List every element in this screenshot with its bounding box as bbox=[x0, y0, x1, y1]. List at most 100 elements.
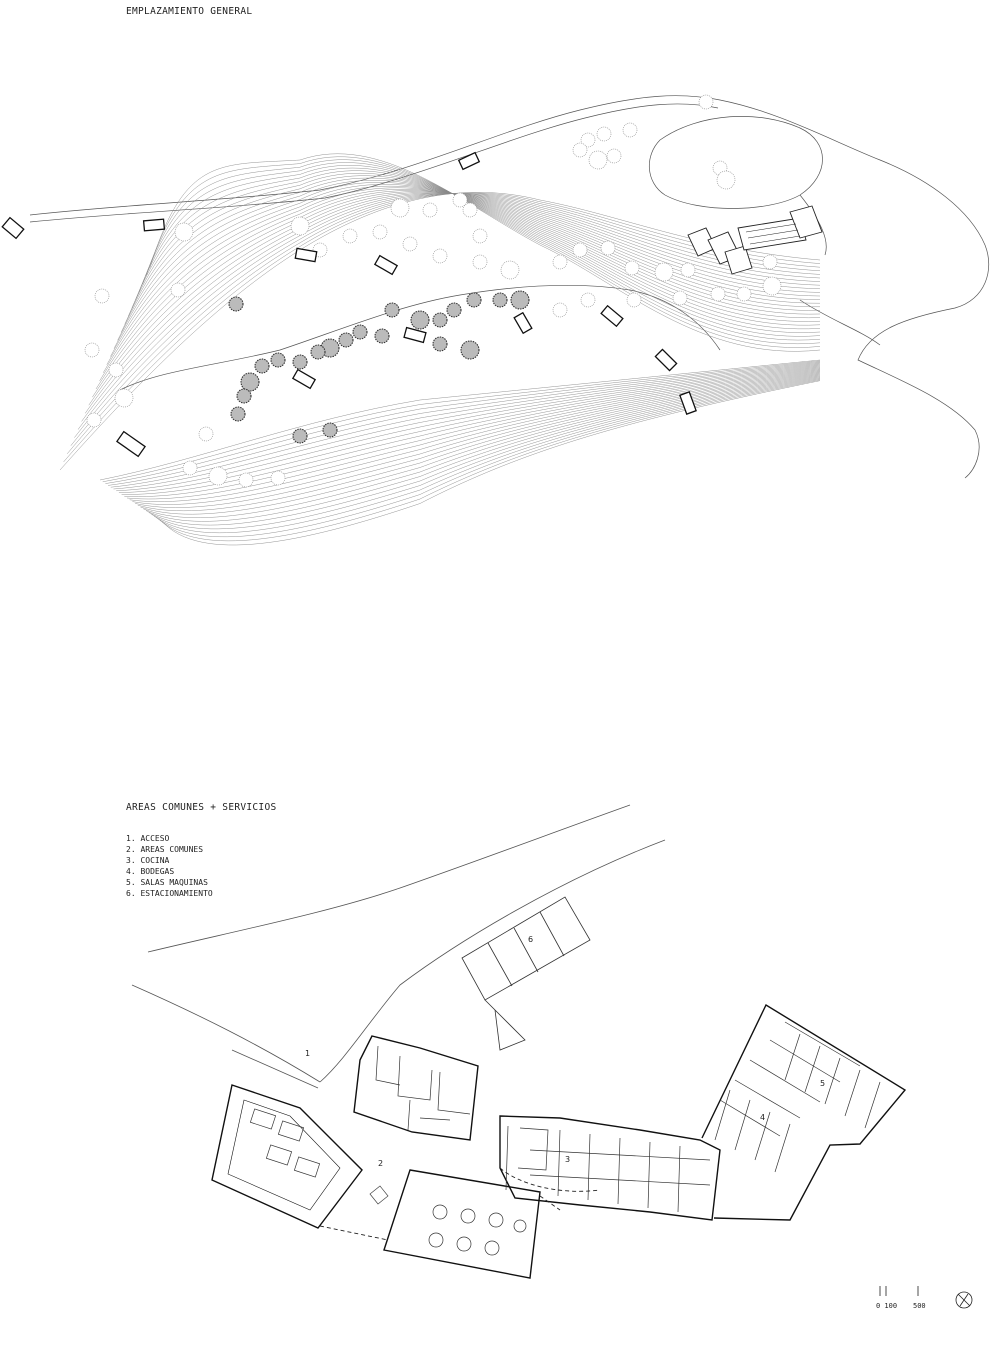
contour-line bbox=[105, 361, 821, 484]
contour-line bbox=[92, 190, 821, 398]
tree-icon bbox=[182, 460, 198, 476]
cabin bbox=[600, 304, 624, 328]
cabin bbox=[291, 368, 317, 390]
contour-line bbox=[161, 380, 821, 546]
contour-line bbox=[74, 193, 821, 438]
tree-icon bbox=[452, 192, 468, 208]
tree-icon bbox=[432, 248, 448, 264]
tree-icon bbox=[410, 310, 430, 330]
tree-icon bbox=[240, 372, 260, 392]
lounge-pavilion bbox=[211, 1084, 363, 1229]
contour-line bbox=[159, 379, 821, 542]
contour-line bbox=[110, 363, 821, 488]
tree-icon bbox=[492, 292, 508, 308]
tree-icon bbox=[460, 340, 480, 360]
plan-road bbox=[131, 804, 666, 1089]
tree-icon bbox=[170, 282, 186, 298]
tree-icon bbox=[622, 122, 638, 138]
tree-icon bbox=[238, 472, 254, 488]
cabin bbox=[142, 218, 166, 232]
zone-number-3: 3 bbox=[565, 1155, 570, 1164]
tree-icon bbox=[572, 242, 588, 258]
contour-line bbox=[140, 373, 821, 515]
contour-line bbox=[81, 192, 821, 422]
tree-icon bbox=[322, 422, 338, 438]
site-trees bbox=[84, 94, 782, 488]
cabin bbox=[294, 247, 318, 263]
legend-item-estacionamiento: 6. ESTACIONAMIENTO bbox=[126, 889, 213, 898]
tree-icon bbox=[736, 286, 752, 302]
cabin bbox=[513, 311, 533, 335]
building-outline bbox=[211, 1003, 907, 1279]
kitchen-wing bbox=[499, 1115, 721, 1221]
interior-walls bbox=[249, 1021, 881, 1256]
dashed-edges bbox=[319, 1167, 601, 1241]
road-upper-edge bbox=[147, 804, 631, 953]
contour-line bbox=[59, 192, 821, 471]
site-plan-drawing bbox=[1, 94, 989, 546]
contour-line bbox=[142, 159, 821, 345]
tree-icon bbox=[698, 94, 714, 110]
tree-icon bbox=[384, 302, 400, 318]
tree-icon bbox=[716, 170, 736, 190]
tree-icon bbox=[552, 302, 568, 318]
tree-icon bbox=[236, 388, 252, 404]
floor-plan-legend: 1. ACCESO 2. AREAS COMUNES 3. COCINA 4. … bbox=[126, 833, 213, 899]
planter bbox=[369, 1185, 389, 1205]
tree-icon bbox=[374, 328, 390, 344]
tree-icon bbox=[606, 148, 622, 164]
zone-number-5: 5 bbox=[820, 1079, 825, 1088]
tree-icon bbox=[94, 288, 110, 304]
floor-plan-title: AREAS COMUNES + SERVICIOS bbox=[126, 802, 277, 813]
tree-icon bbox=[114, 388, 134, 408]
tree-icon bbox=[552, 254, 568, 270]
tree-icon bbox=[432, 312, 448, 328]
contour-line bbox=[149, 153, 821, 352]
contour-line bbox=[151, 376, 821, 530]
tree-icon bbox=[342, 228, 358, 244]
tree-icon bbox=[762, 254, 778, 270]
contour-line bbox=[148, 375, 821, 526]
scale-label-end: 500 bbox=[913, 1302, 926, 1310]
contour-line bbox=[113, 364, 821, 490]
tree-icon bbox=[446, 302, 462, 318]
tree-icon bbox=[654, 262, 674, 282]
contour-line bbox=[124, 367, 821, 497]
zone-number-6: 6 bbox=[528, 935, 533, 944]
road-branch bbox=[799, 194, 827, 256]
contour-line bbox=[137, 372, 821, 512]
tree-icon bbox=[208, 466, 228, 486]
zone-number-2: 2 bbox=[378, 1159, 383, 1168]
site-plan-title: EMPLAZAMIENTO GENERAL bbox=[126, 6, 253, 17]
tree-icon bbox=[672, 290, 688, 306]
road-lower-edge bbox=[131, 984, 321, 1083]
zone-number-4: 4 bbox=[760, 1113, 765, 1122]
contour-line bbox=[102, 360, 821, 483]
contour-line bbox=[132, 370, 821, 505]
tree-icon bbox=[588, 150, 608, 170]
tree-icon bbox=[270, 470, 286, 486]
tree-icon bbox=[580, 132, 596, 148]
contour-line bbox=[67, 193, 821, 454]
contour-line bbox=[138, 162, 821, 341]
dining-pavilion bbox=[383, 1169, 541, 1279]
contour-line bbox=[131, 167, 821, 333]
tree-icon bbox=[422, 202, 438, 218]
tree-icon bbox=[228, 296, 244, 312]
tree-icon bbox=[198, 426, 214, 442]
contour-line bbox=[70, 193, 821, 446]
tree-icon bbox=[390, 198, 410, 218]
contour-line bbox=[85, 192, 821, 414]
tree-icon bbox=[462, 202, 478, 218]
tree-icon bbox=[580, 292, 596, 308]
legend-item-cocina: 3. COCINA bbox=[126, 856, 170, 865]
tree-icon bbox=[600, 240, 616, 256]
tree-icon bbox=[338, 332, 354, 348]
site-cabins bbox=[1, 151, 697, 458]
tree-icon bbox=[372, 224, 388, 240]
tree-icon bbox=[472, 254, 488, 270]
tree-icon bbox=[472, 228, 488, 244]
site-main-building bbox=[687, 205, 823, 275]
legend-item-acceso: 1. ACCESO bbox=[126, 834, 170, 843]
cabin bbox=[679, 391, 697, 415]
